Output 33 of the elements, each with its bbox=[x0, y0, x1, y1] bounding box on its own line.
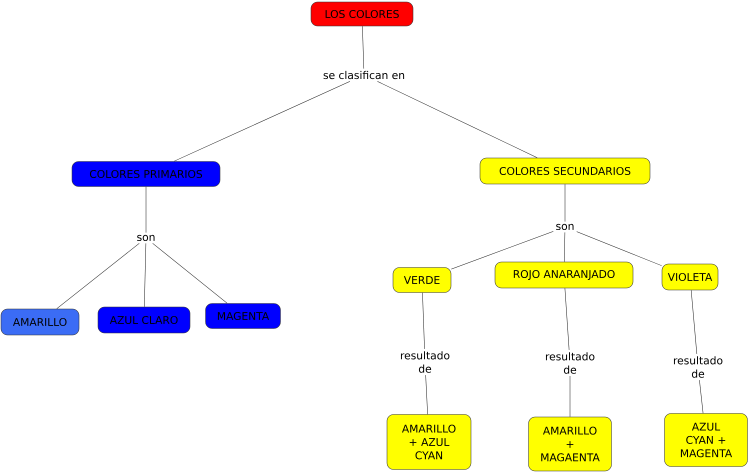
linking-phrase: resultado de bbox=[400, 351, 450, 373]
concept-box: AMARILLO + MAGAENTA bbox=[528, 416, 612, 472]
connector-line bbox=[699, 380, 704, 414]
connector-line bbox=[576, 231, 662, 266]
concept-box: AMARILLO bbox=[0, 308, 80, 336]
connector-line bbox=[564, 232, 566, 262]
concept-box: LOS COLORES bbox=[310, 2, 414, 26]
concept-box: ROJO ANARANJADO bbox=[494, 262, 634, 288]
linking-phrase: resultado de bbox=[546, 352, 594, 374]
connector-line bbox=[144, 243, 146, 307]
concept-box: AZUL CLARO bbox=[98, 306, 190, 334]
concept-box: VERDE bbox=[392, 267, 452, 293]
connector-line bbox=[422, 292, 425, 350]
concept-box: VIOLETA bbox=[662, 264, 718, 290]
concept-box: COLORES PRIMARIOS bbox=[72, 161, 220, 187]
linking-phrase: son bbox=[556, 224, 574, 230]
connector-line bbox=[564, 288, 570, 350]
connector-line bbox=[690, 290, 698, 354]
connector-line bbox=[377, 81, 538, 158]
connector-line bbox=[564, 184, 566, 222]
linking-phrase: se clasifican en bbox=[324, 70, 404, 80]
connector-line bbox=[152, 243, 228, 304]
linking-phrase: resultado de bbox=[674, 356, 722, 378]
connector-line bbox=[362, 26, 364, 69]
connector-line bbox=[174, 81, 350, 162]
concept-box: AZUL CYAN + MAGENTA bbox=[664, 413, 748, 467]
concept-box: COLORES SECUNDARIOS bbox=[480, 158, 650, 184]
concept-box: MAGENTA bbox=[205, 303, 281, 329]
connector-line bbox=[451, 231, 554, 270]
concept-box: AMARILLO + AZUL CYAN bbox=[386, 414, 472, 470]
linking-phrase: son bbox=[137, 234, 155, 242]
connector-line bbox=[56, 243, 140, 309]
connector-line bbox=[425, 374, 428, 415]
